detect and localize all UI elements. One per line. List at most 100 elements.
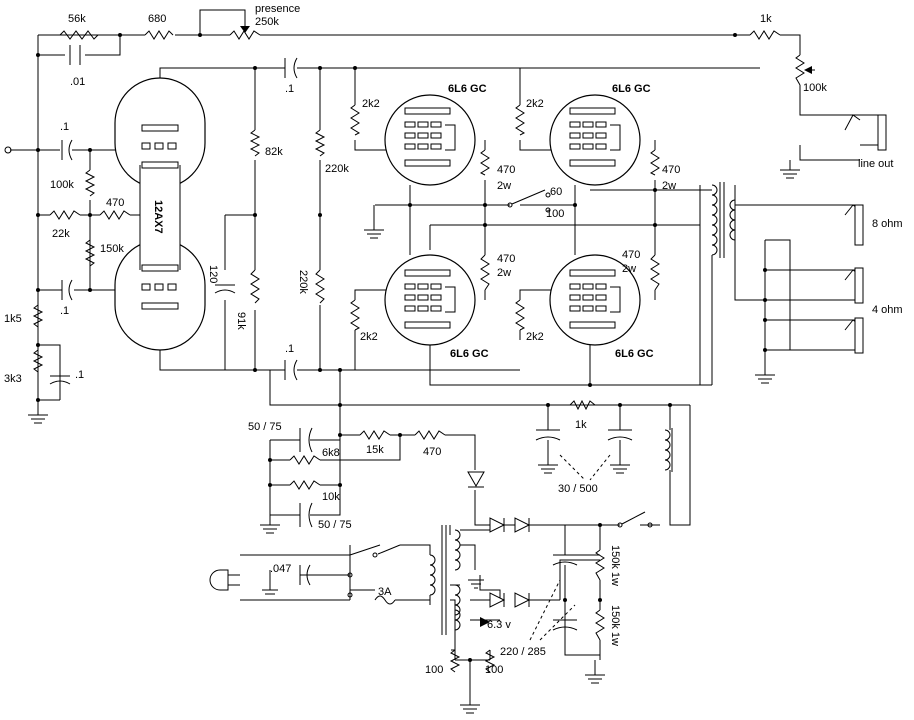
resistor-470-2w-a (479, 149, 490, 176)
tube-6l6-c (384, 254, 476, 346)
impedance-switch (507, 189, 551, 213)
label-r100-b: 100 (485, 664, 503, 676)
resistor-56k (59, 30, 99, 40)
label-line-out: line out (858, 158, 893, 170)
label-r91k: 91k (235, 312, 247, 330)
label-presence-value: 250k (255, 16, 279, 28)
resistor-470-grid (99, 210, 131, 220)
capacitor-cathode-1 (49, 375, 71, 385)
resistor-470-2w-c (480, 254, 490, 291)
output-jacks (844, 114, 887, 354)
label-c50-75-b: 50 / 75 (318, 519, 352, 531)
standby-switch (617, 511, 653, 528)
resistor-100-b (484, 649, 496, 673)
wires (10, 9, 860, 705)
input-jack (4, 146, 12, 154)
component-labels: 56k 680 presence 250k .01 .1 .1 100k 470… (4, 3, 903, 676)
label-r150k-1w-a: 150k 1w (609, 545, 621, 586)
label-r470-2w-d-rating: 2w (622, 263, 636, 275)
capacitor-low-1 (61, 279, 73, 301)
label-presence-title: presence (255, 3, 300, 15)
tube-6l6-d (549, 254, 641, 346)
capacitor-50-75-b (299, 502, 313, 528)
label-tube-6l6-a: 6L6 GC (448, 83, 487, 95)
resistor-470-2w-d (650, 254, 660, 291)
label-r150k-1w-b: 150k 1w (609, 605, 621, 646)
capacitor-top-1 (284, 57, 298, 79)
resistor-10k (289, 480, 321, 490)
capacitor-50-75-a (299, 427, 313, 453)
diodes (460, 471, 560, 608)
resistor-82k (249, 129, 261, 157)
label-c120: 120 (207, 265, 219, 283)
label-r470-2w-d-value: 470 (622, 249, 640, 261)
choke (664, 420, 673, 480)
label-r1k-psu: 1k (575, 419, 587, 431)
capacitor-30-500-b (607, 429, 633, 441)
power-switch (347, 544, 401, 598)
label-r10k: 10k (322, 491, 340, 503)
label-r470-psu: 470 (423, 446, 441, 458)
resistor-470-psu (414, 430, 446, 440)
dashed-indicators (529, 454, 611, 641)
label-r2k2-a: 2k2 (362, 98, 380, 110)
label-r3k3: 3k3 (4, 373, 22, 385)
label-r150k: 150k (100, 243, 124, 255)
resistor-220k-a (314, 129, 326, 157)
label-tube-12ax7: 12AX7 (152, 200, 164, 234)
capacitor-047 (299, 564, 311, 586)
label-c1-top: .1 (285, 83, 294, 95)
capacitor-input-1 (61, 139, 73, 161)
label-r15k: 15k (366, 444, 384, 456)
capacitor-30-500-a (535, 429, 561, 441)
label-r680: 680 (148, 13, 166, 25)
resistor-2k2-d (515, 299, 526, 331)
resistor-150k-1w-a (595, 549, 605, 581)
fuse (374, 595, 396, 605)
label-fuse-3a: 3A (378, 586, 392, 598)
ac-plug (209, 569, 240, 591)
label-r220k-a: 220k (325, 163, 349, 175)
resistor-22k (49, 210, 81, 220)
capacitor-220-285-b (552, 619, 578, 631)
label-r2k2-c: 2k2 (360, 331, 378, 343)
power-transformer (400, 525, 461, 635)
label-switch-60: 60 (550, 186, 562, 198)
label-r82k: 82k (265, 146, 283, 158)
resistor-2k2-a (350, 104, 361, 136)
label-tube-6l6-c: 6L6 GC (450, 348, 489, 360)
tube-6l6-a (384, 94, 476, 186)
label-r1k-top: 1k (760, 13, 772, 25)
resistor-1k-top (749, 30, 781, 40)
resistor-2k2-c (350, 299, 361, 331)
label-8-ohm: 8 ohm (872, 218, 903, 230)
resistor-1k-psu (569, 399, 596, 411)
label-switch-100: 100 (546, 208, 564, 220)
label-c30-500: 30 / 500 (558, 483, 598, 495)
label-r470-2w-a-value: 470 (497, 164, 515, 176)
label-tube-6l6-b: 6L6 GC (612, 83, 651, 95)
label-c220-285: 220 / 285 (500, 646, 546, 658)
resistor-100k-pot (795, 54, 805, 86)
resistor-1k5 (32, 304, 44, 328)
resistor-91k (250, 269, 260, 304)
label-6-3v: 6.3 v (487, 619, 511, 631)
label-r470-grid: 470 (106, 197, 124, 209)
tube-12ax7 (114, 77, 206, 351)
resistor-3k3 (32, 349, 44, 373)
label-c50-75-a: 50 / 75 (248, 421, 282, 433)
label-r1k5: 1k5 (4, 313, 22, 325)
resistor-150k-1w-b (595, 609, 605, 641)
resistor-470-2w-b (649, 149, 660, 176)
capacitor-bottom-1 (284, 359, 298, 381)
label-r100k: 100k (50, 179, 74, 191)
label-r2k2-b: 2k2 (526, 98, 544, 110)
label-r470-2w-c-rating: 2w (497, 267, 511, 279)
capacitor-220-285-a (552, 554, 578, 566)
label-r470-2w-b-value: 470 (662, 164, 680, 176)
resistor-2k2-b (515, 104, 526, 136)
label-c1-cathode: .1 (75, 369, 84, 381)
label-r470-2w-a-rating: 2w (497, 180, 511, 192)
resistor-220k-b (315, 269, 325, 304)
